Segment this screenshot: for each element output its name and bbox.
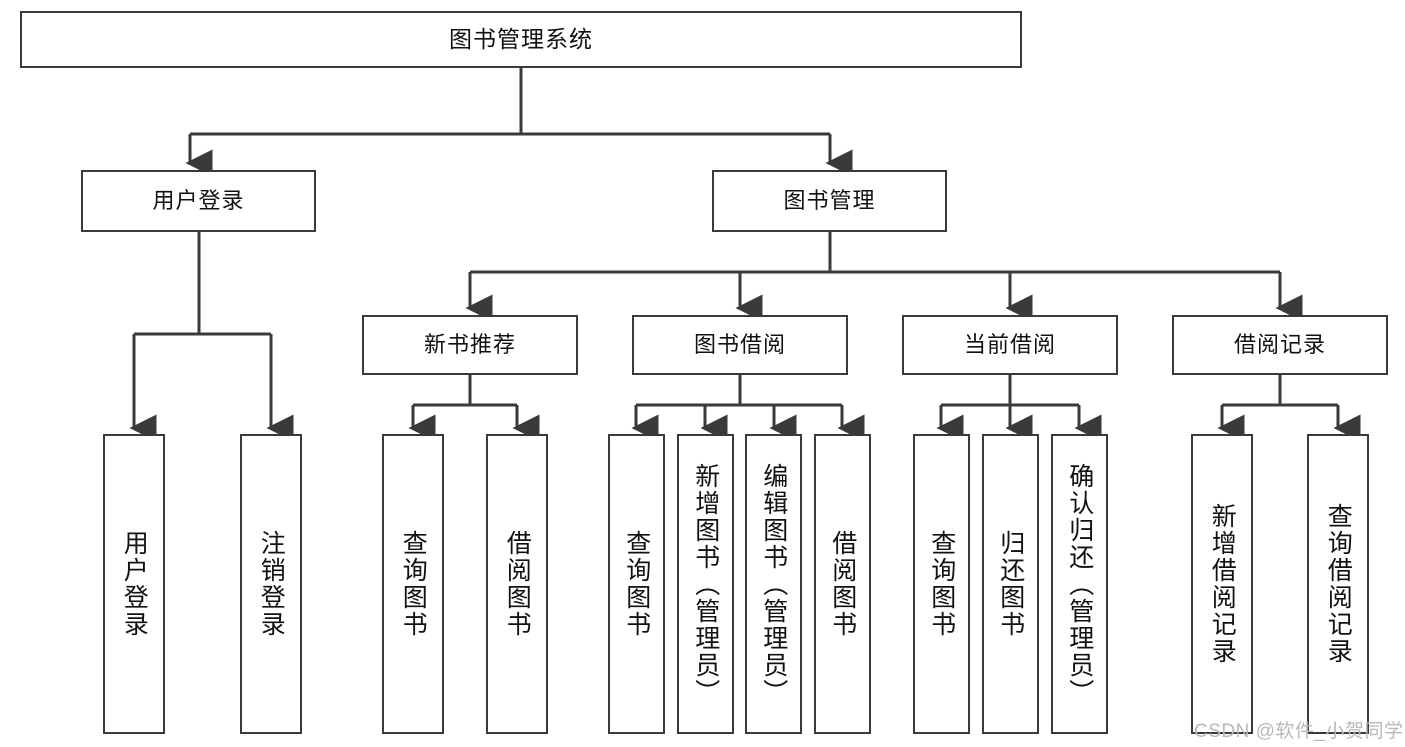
node-book-borrow-label: 图书借阅 xyxy=(693,332,786,358)
node-book-management[interactable]: 图书管理 xyxy=(712,170,947,232)
node-leaf-query-book-1[interactable]: 查询图书 xyxy=(382,434,444,734)
node-leaf-confirm-return-label: 确认归还（管理员） xyxy=(1065,462,1094,706)
node-leaf-add-borrow-record-label: 新增借阅记录 xyxy=(1208,503,1237,665)
node-leaf-query-book-3-label: 查询图书 xyxy=(927,530,956,638)
node-current-borrow-label: 当前借阅 xyxy=(963,332,1056,358)
node-book-management-label: 图书管理 xyxy=(783,188,876,214)
node-book-borrow[interactable]: 图书借阅 xyxy=(632,315,848,375)
node-borrow-record[interactable]: 借阅记录 xyxy=(1172,315,1388,375)
node-leaf-borrow-book-1-label: 借阅图书 xyxy=(503,530,532,638)
node-root[interactable]: 图书管理系统 xyxy=(20,11,1022,68)
node-current-borrow[interactable]: 当前借阅 xyxy=(902,315,1118,375)
node-leaf-query-borrow-record-label: 查询借阅记录 xyxy=(1324,503,1353,665)
node-leaf-borrow-book-2[interactable]: 借阅图书 xyxy=(814,434,871,734)
node-leaf-edit-book-label: 编辑图书（管理员） xyxy=(759,462,788,706)
node-leaf-add-borrow-record[interactable]: 新增借阅记录 xyxy=(1191,434,1253,734)
node-leaf-logout-login-label: 注销登录 xyxy=(257,530,286,638)
node-leaf-query-book-3[interactable]: 查询图书 xyxy=(913,434,970,734)
node-leaf-query-borrow-record[interactable]: 查询借阅记录 xyxy=(1307,434,1369,734)
node-leaf-query-book-2[interactable]: 查询图书 xyxy=(608,434,665,734)
node-borrow-record-label: 借阅记录 xyxy=(1233,332,1326,358)
node-leaf-borrow-book-1[interactable]: 借阅图书 xyxy=(486,434,548,734)
node-leaf-borrow-book-2-label: 借阅图书 xyxy=(828,530,857,638)
node-root-label: 图书管理系统 xyxy=(449,26,593,53)
node-leaf-add-book-label: 新增图书（管理员） xyxy=(691,462,720,706)
node-user-login[interactable]: 用户登录 xyxy=(81,170,316,232)
node-leaf-edit-book[interactable]: 编辑图书（管理员） xyxy=(745,434,802,734)
node-new-book-recommend-label: 新书推荐 xyxy=(423,332,516,358)
node-leaf-query-book-2-label: 查询图书 xyxy=(622,530,651,638)
node-leaf-confirm-return[interactable]: 确认归还（管理员） xyxy=(1051,434,1108,734)
node-leaf-return-book-label: 归还图书 xyxy=(996,530,1025,638)
node-leaf-logout-login[interactable]: 注销登录 xyxy=(240,434,302,734)
node-leaf-return-book[interactable]: 归还图书 xyxy=(982,434,1039,734)
watermark-text: CSDN @软件_小贺同学 xyxy=(1194,721,1404,742)
node-leaf-user-login[interactable]: 用户登录 xyxy=(103,434,165,734)
node-user-login-label: 用户登录 xyxy=(152,188,245,214)
node-leaf-add-book[interactable]: 新增图书（管理员） xyxy=(677,434,734,734)
node-new-book-recommend[interactable]: 新书推荐 xyxy=(362,315,578,375)
node-leaf-user-login-label: 用户登录 xyxy=(120,530,149,638)
node-leaf-query-book-1-label: 查询图书 xyxy=(399,530,428,638)
